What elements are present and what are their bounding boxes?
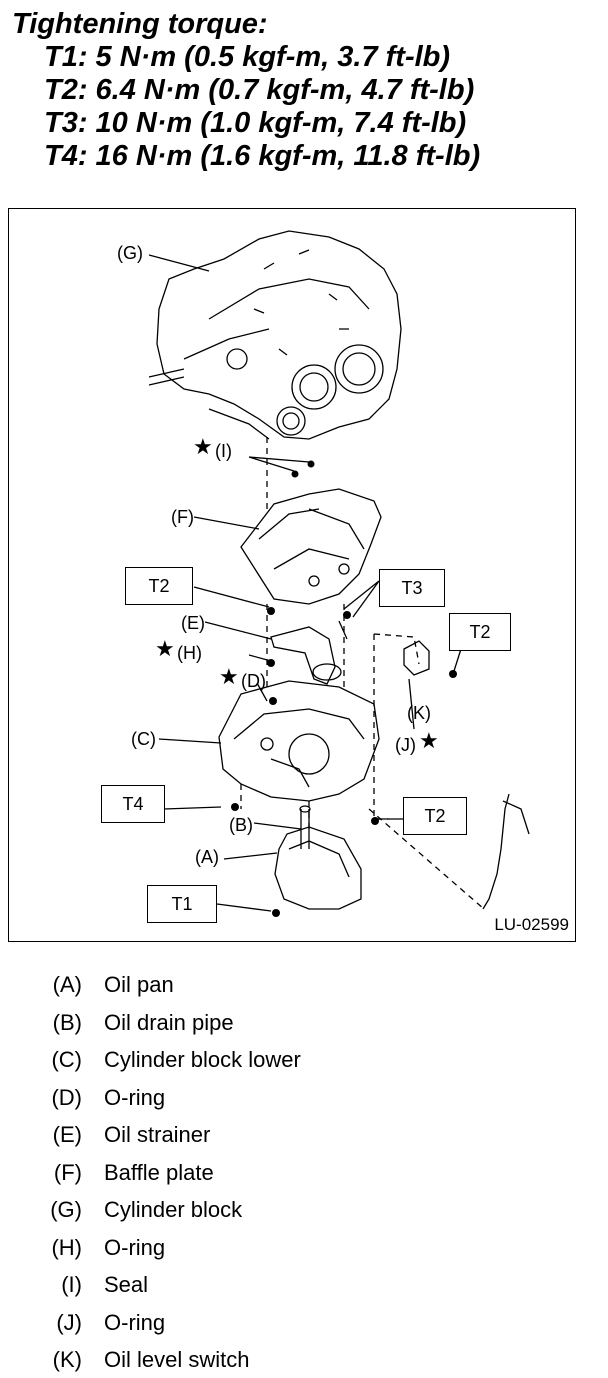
legend-name: Oil drain pipe	[104, 1010, 234, 1035]
legend-key: (I)	[61, 1272, 82, 1297]
legend-name: O-ring	[104, 1310, 166, 1335]
torque-specs: Tightening torque: T1: 5 N·m (0.5 kgf-m,…	[12, 8, 480, 173]
torque-box-t2: T2	[125, 567, 193, 605]
torque-box-t3: T3	[379, 569, 445, 607]
callout-g: (G)	[117, 243, 143, 263]
torque-spec-t4: T4: 16 N·m (1.6 kgf-m, 11.8 ft-lb)	[44, 140, 481, 172]
legend-name: Oil pan	[104, 972, 174, 997]
exploded-diagram: (G) ★ (I) (F) (E) ★ (H) ★ (D) (C) (K) (J…	[8, 208, 576, 942]
legend-name: Oil strainer	[104, 1122, 211, 1147]
torque-heading: Tightening torque:	[12, 8, 268, 40]
star-icon: ★	[419, 728, 439, 753]
legend-name: Cylinder block lower	[104, 1047, 301, 1072]
torque-box-t1: T1	[147, 885, 217, 923]
star-icon: ★	[155, 636, 175, 661]
legend-key: (K)	[52, 1347, 82, 1372]
cylinder-block-drawing	[148, 230, 402, 440]
legend-key: (G)	[50, 1197, 82, 1222]
callout-a: (A)	[195, 847, 219, 867]
legend-key: (J)	[56, 1310, 82, 1335]
callout-b: (B)	[229, 815, 253, 835]
callout-h: (H)	[177, 643, 202, 663]
star-icon: ★	[193, 434, 213, 459]
torque-spec-t2: T2: 6.4 N·m (0.7 kgf-m, 4.7 ft-lb)	[44, 74, 475, 106]
legend-name: O-ring	[104, 1235, 166, 1260]
baffle-plate-drawing	[240, 488, 382, 605]
legend-key: (F)	[53, 1160, 82, 1185]
star-icon: ★	[219, 664, 239, 689]
oil-level-switch-drawing	[403, 640, 430, 676]
cylinder-block-lower-drawing	[218, 680, 380, 802]
torque-spec-t1: T1: 5 N·m (0.5 kgf-m, 3.7 ft-lb)	[44, 41, 451, 73]
callout-d: (D)	[241, 671, 266, 691]
legend-name: O-ring	[104, 1085, 166, 1110]
legend-name: Cylinder block	[104, 1197, 243, 1222]
gauge-guide-drawing	[482, 793, 510, 910]
legend-name: Seal	[104, 1272, 149, 1297]
legend-name: Oil level switch	[104, 1347, 250, 1372]
legend-key: (B)	[52, 1010, 82, 1035]
callout-j: (J)	[395, 735, 416, 755]
torque-box-t2: T2	[449, 613, 511, 651]
oil-strainer-drawing	[270, 620, 348, 685]
legend-key: (H)	[51, 1235, 82, 1260]
callout-e: (E)	[181, 613, 205, 633]
callout-c: (C)	[131, 729, 156, 749]
torque-spec-t3: T3: 10 N·m (1.0 kgf-m, 7.4 ft-lb)	[44, 107, 467, 139]
figure-code: LU-02599	[494, 915, 569, 934]
torque-box-t4: T4	[101, 785, 165, 823]
oil-pan-drawing	[274, 805, 362, 910]
torque-box-t2: T2	[403, 797, 467, 835]
callout-i: (I)	[215, 441, 232, 461]
legend-key: (E)	[52, 1122, 82, 1147]
callout-f: (F)	[171, 507, 194, 527]
legend-name: Baffle plate	[104, 1160, 214, 1185]
legend-key: (A)	[52, 972, 82, 997]
legend-key: (D)	[51, 1085, 82, 1110]
diagram-artwork	[148, 230, 530, 917]
callout-k: (K)	[407, 703, 431, 723]
legend-key: (C)	[51, 1047, 82, 1072]
